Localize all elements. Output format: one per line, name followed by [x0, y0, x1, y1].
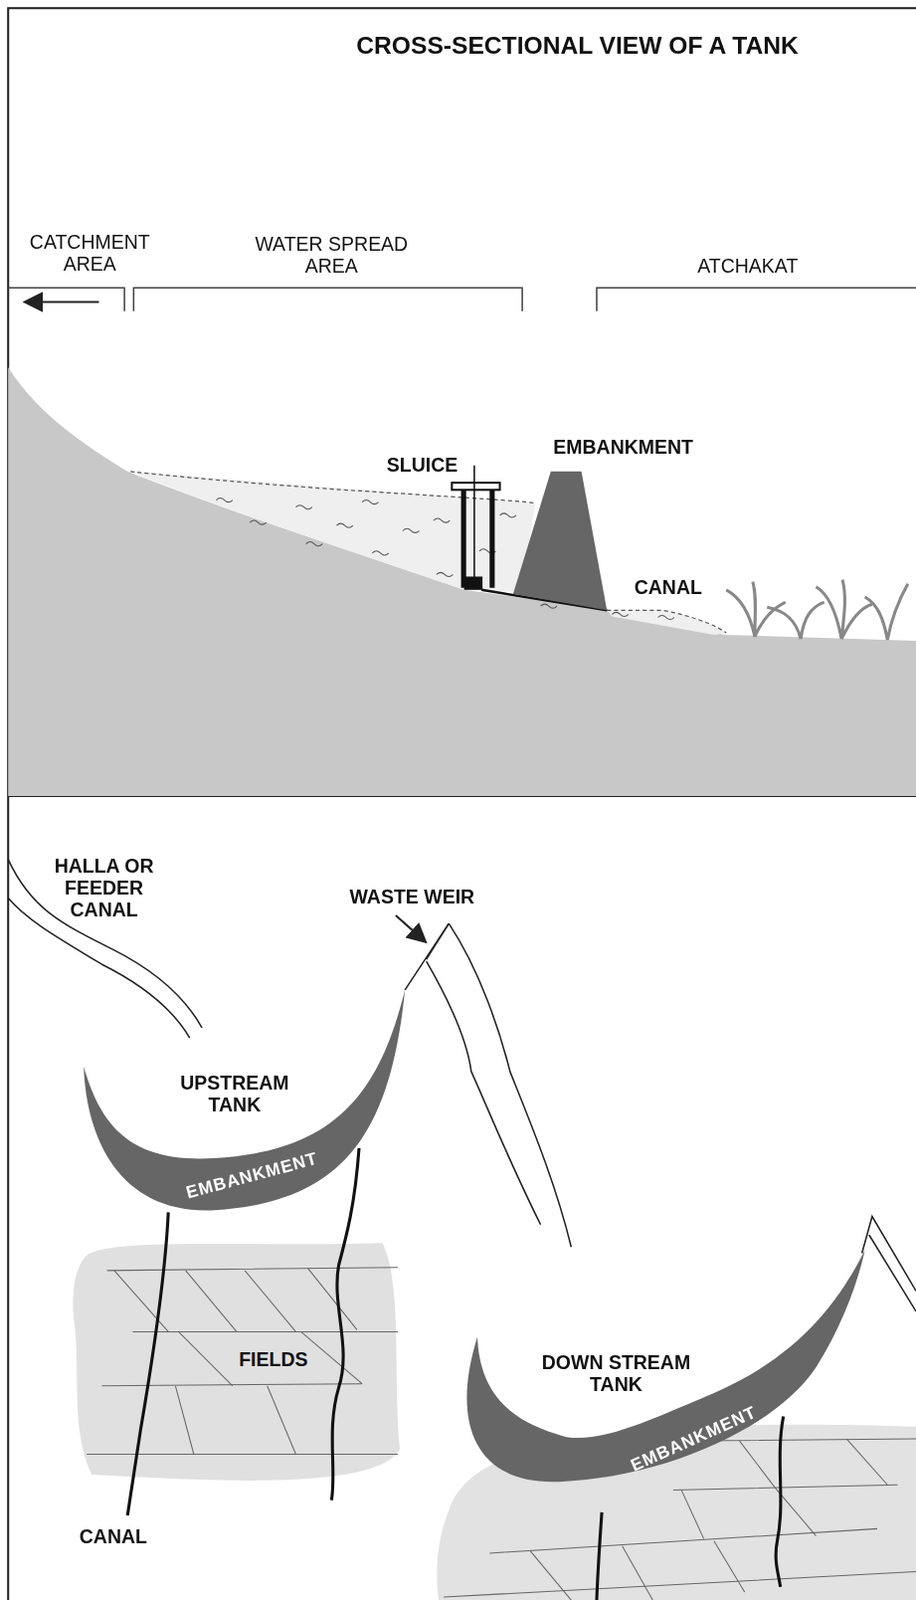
- part-label: WATER SPREAD AREA: [239, 233, 424, 278]
- diagram-title: CROSS-SECTIONAL VIEW OF A TANK: [356, 31, 798, 60]
- shape-label: FIELDS: [235, 1347, 311, 1370]
- part-label: ATCHAKAT: [697, 255, 798, 278]
- part-label: WASTE WEIR: [350, 886, 476, 909]
- part-label: CANAL: [79, 1525, 148, 1548]
- part-label: CANAL: [634, 576, 703, 599]
- part-label: HALLA OR FEEDER CANAL: [40, 855, 168, 920]
- part-label: EMBANKMENT: [552, 435, 694, 458]
- part-label: CATCHMENT AREA: [17, 231, 162, 276]
- part-label: UPSTREAM TANK: [163, 1072, 307, 1116]
- part-label: DOWN STREAM TANK: [527, 1351, 706, 1396]
- part-label: SLUICE: [386, 454, 458, 477]
